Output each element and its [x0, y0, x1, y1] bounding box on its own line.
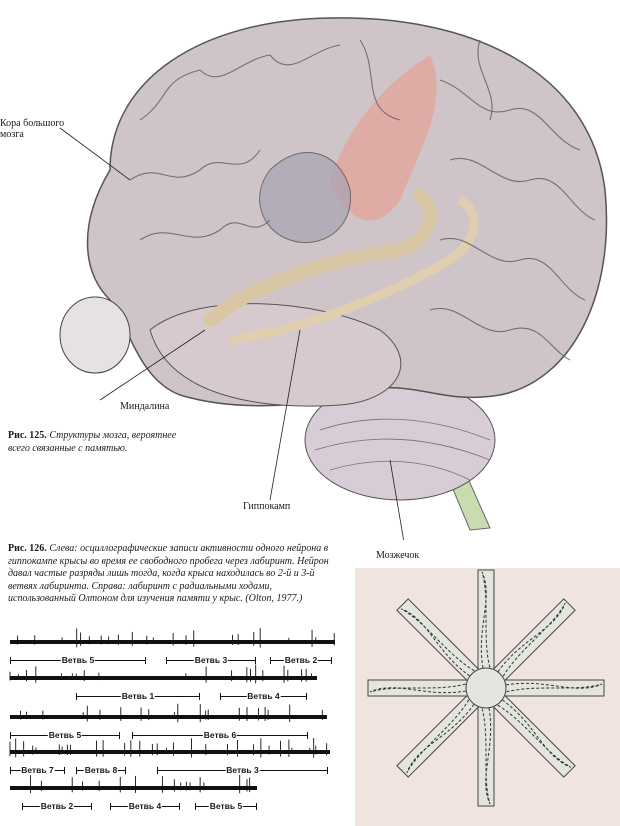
branch-bracket: Ветвь 8: [76, 765, 126, 775]
trace-1: [10, 628, 335, 648]
caption-text: Слева: осциллографические записи активно…: [8, 543, 329, 604]
branch-label: Ветвь 6: [202, 730, 238, 740]
branch-label: Ветвь 2: [283, 655, 319, 665]
branch-bracket: Ветвь 4: [110, 801, 180, 811]
trace-baseline: [10, 676, 317, 680]
rat-path: [400, 608, 475, 677]
temporal-lobe: [149, 303, 402, 407]
trace-baseline: [10, 750, 330, 754]
figure-126-caption: Рис. 126. Слева: осциллографические запи…: [8, 543, 336, 606]
branch-label: Ветвь 5: [47, 730, 83, 740]
branch-label: Ветвь 8: [83, 765, 119, 775]
label-hippocampus: Гиппокамп: [243, 501, 291, 512]
branch-label: Ветвь 3: [225, 765, 260, 775]
branch-bracket: Ветвь 3: [166, 655, 256, 665]
trace-baseline: [10, 786, 257, 790]
radial-maze: [367, 569, 605, 807]
branch-label: Ветвь 5: [60, 655, 96, 665]
trace-5: [10, 774, 257, 794]
leader-lines: [59, 127, 405, 540]
eyeball: [59, 296, 131, 374]
rat-path: [505, 682, 603, 693]
branch-bracket: Ветвь 3: [157, 765, 328, 775]
branch-bracket: Ветвь 5: [10, 655, 146, 665]
hippocampus: [203, 188, 438, 327]
caption-number: Рис. 126.: [8, 543, 47, 554]
caption-number: Рис. 125.: [8, 430, 47, 441]
rat-path: [480, 571, 491, 669]
cerebellum-folia: [314, 418, 491, 481]
branch-bracket: Ветвь 1: [76, 691, 200, 701]
branch-bracket: Ветвь 2: [22, 801, 92, 811]
rat-path: [497, 699, 572, 768]
rat-path: [481, 707, 492, 805]
branch-bracket: Ветвь 7: [10, 765, 65, 775]
branch-bracket: Ветвь 5: [10, 730, 120, 740]
trace-4: [9, 738, 330, 758]
branch-label: Ветвь 3: [193, 655, 229, 665]
label-amygdala: Миндалина: [120, 401, 170, 412]
rat-path: [497, 602, 566, 677]
branch-label: Ветвь 4: [246, 691, 281, 701]
rat-path: [406, 699, 475, 774]
trace-baseline: [10, 715, 327, 719]
brain-illustration: [59, 17, 608, 540]
figure-125-caption: Рис. 125. Структуры мозга, вероятнее все…: [8, 430, 188, 455]
branch-label: Ветвь 1: [120, 691, 156, 701]
trace-baseline: [10, 640, 335, 644]
rat-path: [369, 683, 467, 694]
branch-bracket: Ветвь 4: [220, 691, 307, 701]
label-cerebellum: Мозжечок: [376, 550, 420, 561]
branch-bracket: Ветвь 6: [132, 730, 308, 740]
trace-3: [10, 703, 327, 723]
branch-label: Ветвь 7: [20, 765, 55, 775]
gyri: [129, 39, 596, 361]
radial-maze-figure: [355, 568, 620, 826]
mesh-structure: [259, 152, 351, 244]
branch-bracket: Ветвь 5: [195, 801, 257, 811]
branch-label: Ветвь 2: [39, 801, 75, 811]
trace-2: [9, 664, 317, 684]
frontal-highlight: [330, 55, 437, 221]
branch-bracket: Ветвь 2: [270, 655, 332, 665]
branch-label: Ветвь 5: [208, 801, 244, 811]
label-cortex: Кора большого мозга: [0, 118, 65, 140]
branch-label: Ветвь 4: [127, 801, 163, 811]
caption-text: Структуры мозга, вероятнее всего связанн…: [8, 430, 177, 454]
maze-center: [465, 667, 507, 709]
